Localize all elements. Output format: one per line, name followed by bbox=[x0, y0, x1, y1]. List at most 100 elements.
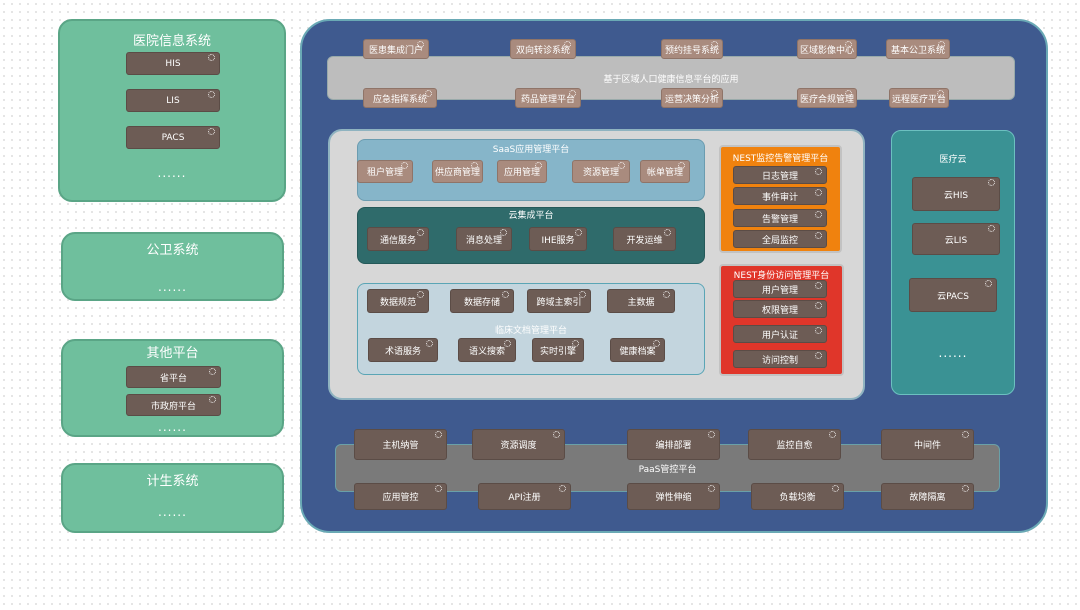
cloud-integration-tile[interactable]: IHE服务 bbox=[529, 227, 587, 251]
app-tile[interactable]: 运营决策分析 bbox=[661, 88, 723, 108]
cloud-lis-tile[interactable]: 云LIS bbox=[912, 223, 1000, 255]
lis-tile[interactable]: LIS bbox=[126, 89, 220, 112]
clinical-tile[interactable]: 数据规范 bbox=[367, 289, 429, 313]
gear-icon bbox=[435, 485, 442, 492]
paas-label: 监控自愈 bbox=[776, 441, 813, 451]
gear-icon bbox=[535, 162, 542, 169]
nest-identity-title: NEST身份访问管理平台 bbox=[733, 271, 830, 281]
public-health-panel: 公卫系统 ...... bbox=[61, 232, 284, 301]
gear-icon bbox=[815, 211, 822, 218]
nest-identity-label: 权限管理 bbox=[761, 305, 798, 316]
gear-icon bbox=[708, 485, 715, 492]
more-ellipsis: ...... bbox=[938, 346, 968, 360]
nest-monitor-tile[interactable]: 日志管理 bbox=[733, 166, 827, 184]
cloud-integration-label: 消息处理 bbox=[465, 235, 502, 246]
his-tile[interactable]: HIS bbox=[126, 52, 220, 75]
app-tile[interactable]: 区域影像中心 bbox=[797, 39, 857, 59]
app-label: 医患集成门户 bbox=[368, 45, 423, 56]
apps-band-label: 基于区域人口健康信息平台的应用 bbox=[603, 75, 739, 85]
gear-icon bbox=[579, 291, 586, 298]
cloud-integration-tile[interactable]: 通信服务 bbox=[367, 227, 429, 251]
paas-tile[interactable]: 资源调度 bbox=[472, 429, 565, 460]
gear-icon bbox=[711, 90, 718, 97]
clinical-tile[interactable]: 术语服务 bbox=[368, 338, 438, 362]
more-ellipsis: ...... bbox=[158, 505, 187, 519]
paas-tile[interactable]: 故障隔离 bbox=[881, 483, 974, 510]
clinical-label: 实时引擎 bbox=[539, 346, 576, 357]
gear-icon bbox=[500, 229, 507, 236]
paas-tile[interactable]: 弹性伸缩 bbox=[627, 483, 720, 510]
saas-label: 供应商管理 bbox=[434, 168, 480, 178]
app-tile[interactable]: 应急指挥系统 bbox=[363, 88, 437, 108]
gear-icon bbox=[572, 340, 579, 347]
app-tile[interactable]: 双向转诊系统 bbox=[510, 39, 576, 59]
app-label: 运营决策分析 bbox=[664, 94, 719, 105]
app-tile[interactable]: 预约挂号系统 bbox=[661, 39, 723, 59]
nest-monitor-title: NEST监控告警管理平台 bbox=[732, 154, 829, 164]
paas-tile[interactable]: 应用管控 bbox=[354, 483, 447, 510]
cloud-pacs-tile[interactable]: 云PACS bbox=[909, 278, 997, 312]
nest-monitor-tile[interactable]: 告警管理 bbox=[733, 209, 827, 227]
saas-tile[interactable]: 租户管理 bbox=[357, 160, 413, 183]
paas-tile[interactable]: 编排部署 bbox=[627, 429, 720, 460]
pacs-tile[interactable]: PACS bbox=[126, 126, 220, 149]
gear-icon bbox=[417, 291, 424, 298]
clinical-doc-title: 临床文档管理平台 bbox=[494, 326, 567, 336]
hospital-info-panel: 医院信息系统 HIS LIS PACS ...... bbox=[58, 19, 286, 202]
clinical-tile[interactable]: 语义搜索 bbox=[458, 338, 516, 362]
saas-tile[interactable]: 资源管理 bbox=[572, 160, 630, 183]
nest-identity-tile[interactable]: 权限管理 bbox=[733, 300, 827, 318]
paas-tile[interactable]: 主机纳管 bbox=[354, 429, 447, 460]
city-platform-label: 市政府平台 bbox=[150, 401, 196, 412]
paas-tile[interactable]: 负载均衡 bbox=[751, 483, 844, 510]
gear-icon bbox=[569, 90, 576, 97]
saas-tile[interactable]: 供应商管理 bbox=[432, 160, 483, 183]
saas-tile[interactable]: 帐单管理 bbox=[640, 160, 690, 183]
app-tile[interactable]: 医疗合规管理 bbox=[797, 88, 857, 108]
paas-tile[interactable]: 中间件 bbox=[881, 429, 974, 460]
gear-icon bbox=[401, 162, 408, 169]
app-tile[interactable]: 药品管理平台 bbox=[515, 88, 581, 108]
paas-label: 主机纳管 bbox=[382, 441, 419, 451]
clinical-label: 语义搜索 bbox=[468, 346, 505, 357]
gear-icon bbox=[985, 280, 992, 287]
clinical-tile[interactable]: 实时引擎 bbox=[532, 338, 584, 362]
province-platform-tile[interactable]: 省平台 bbox=[126, 366, 221, 388]
nest-identity-tile[interactable]: 用户认证 bbox=[733, 325, 827, 343]
gear-icon bbox=[575, 229, 582, 236]
gear-icon bbox=[417, 229, 424, 236]
clinical-label: 跨域主索引 bbox=[536, 297, 582, 308]
saas-title: SaaS应用管理平台 bbox=[492, 145, 570, 155]
nest-identity-tile[interactable]: 访问控制 bbox=[733, 350, 827, 368]
gear-icon bbox=[678, 162, 685, 169]
app-label: 应急指挥系统 bbox=[372, 94, 427, 105]
nest-monitor-tile[interactable]: 事件审计 bbox=[733, 187, 827, 205]
clinical-tile[interactable]: 数据存储 bbox=[450, 289, 514, 313]
saas-tile[interactable]: 应用管理 bbox=[497, 160, 547, 183]
nest-monitor-label: 全局监控 bbox=[761, 235, 798, 246]
more-ellipsis: ...... bbox=[158, 280, 187, 294]
app-tile[interactable]: 基本公卫系统 bbox=[886, 39, 950, 59]
gear-icon bbox=[815, 302, 822, 309]
app-tile[interactable]: 远程医疗平台 bbox=[889, 88, 949, 108]
city-platform-tile[interactable]: 市政府平台 bbox=[126, 394, 221, 416]
app-tile[interactable]: 医患集成门户 bbox=[363, 39, 429, 59]
cloud-integration-tile[interactable]: 消息处理 bbox=[456, 227, 512, 251]
clinical-label: 数据规范 bbox=[379, 297, 416, 308]
clinical-tile[interactable]: 跨域主索引 bbox=[527, 289, 591, 313]
cloud-integration-tile[interactable]: 开发运维 bbox=[613, 227, 676, 251]
nest-identity-tile[interactable]: 用户管理 bbox=[733, 280, 827, 298]
cloud-his-tile[interactable]: 云HIS bbox=[912, 177, 1000, 211]
nest-identity-label: 用户管理 bbox=[761, 285, 798, 296]
clinical-tile[interactable]: 健康档案 bbox=[610, 338, 665, 362]
clinical-tile[interactable]: 主数据 bbox=[607, 289, 675, 313]
paas-tile[interactable]: API注册 bbox=[478, 483, 571, 510]
clinical-label: 健康档案 bbox=[619, 346, 656, 357]
paas-tile[interactable]: 监控自愈 bbox=[748, 429, 841, 460]
cloud-pacs-label: 云PACS bbox=[937, 291, 969, 302]
gear-icon bbox=[815, 232, 822, 239]
family-planning-title: 计生系统 bbox=[146, 474, 199, 489]
nest-monitor-tile[interactable]: 全局监控 bbox=[733, 230, 827, 248]
more-ellipsis: ...... bbox=[158, 420, 187, 434]
paas-label: 负载均衡 bbox=[779, 493, 816, 503]
